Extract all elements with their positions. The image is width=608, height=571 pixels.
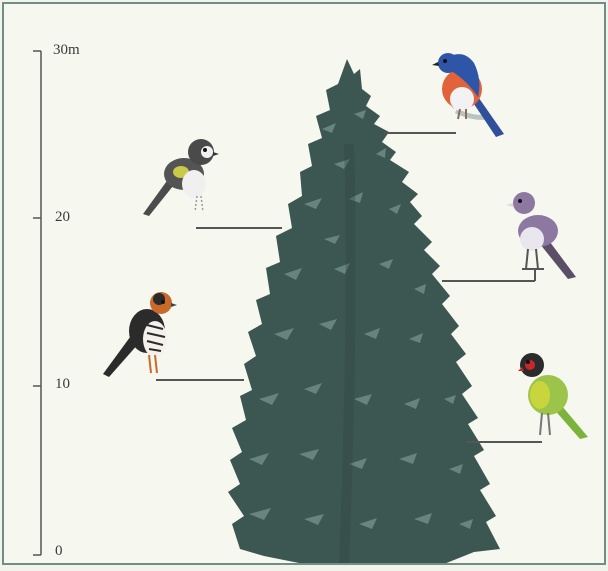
diagram-frame: 30m 20 10 0 [2, 2, 606, 565]
striped-bird-illustration [103, 292, 177, 377]
scale-label-30m: 30m [53, 42, 80, 59]
scale-label-0: 0 [55, 543, 63, 560]
scale-label-10: 10 [55, 376, 70, 393]
scale-label-20: 20 [55, 209, 70, 226]
purple-bird-illustration [506, 192, 576, 279]
tree-bird-diagram [4, 4, 606, 565]
warbler-illustration [143, 139, 219, 216]
height-scale [33, 51, 41, 555]
conifer-tree [228, 59, 500, 565]
green-bird-illustration [518, 353, 588, 439]
tree-silhouette [228, 59, 500, 565]
bluebird-illustration [432, 53, 504, 137]
